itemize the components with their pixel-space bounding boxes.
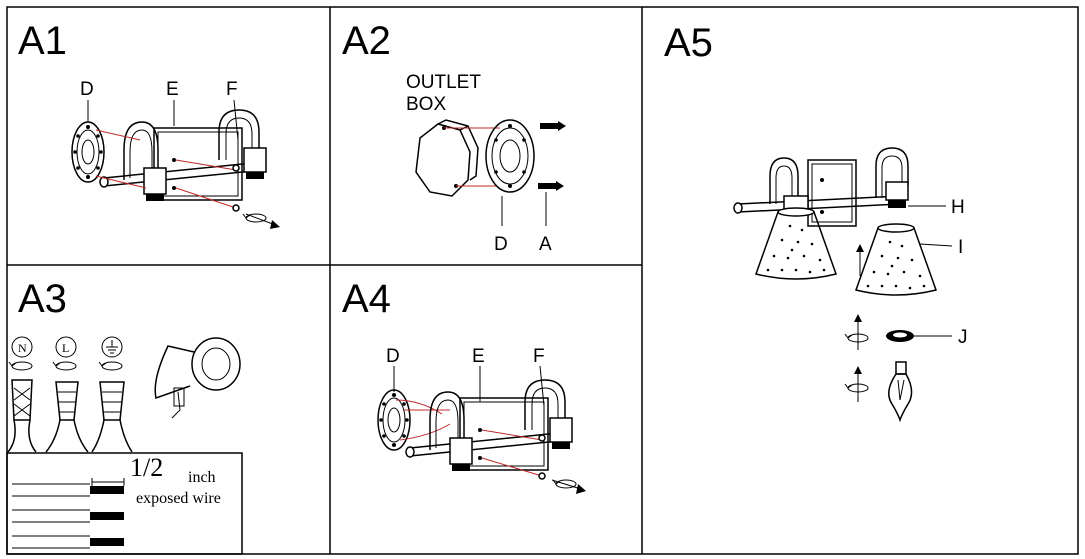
- guide-lines: [95, 129, 237, 209]
- panel-a2-title: A2: [342, 19, 391, 63]
- outlet-box-label-line2: BOX: [406, 94, 446, 115]
- rotate-up-icon: [844, 314, 869, 350]
- outlet-box-icon: [415, 119, 479, 197]
- label-e: E: [472, 346, 485, 367]
- label-i: I: [958, 237, 963, 258]
- label-d: D: [80, 79, 94, 100]
- exposed-wire-caption: exposed wire: [136, 490, 221, 507]
- mounting-plate-icon: [485, 119, 535, 193]
- label-d: D: [386, 346, 400, 367]
- wire-strip-guide: 1/2 inch exposed wire: [6, 452, 243, 555]
- panel-a5: A5 H I: [664, 21, 968, 423]
- svg-text:L: L: [62, 341, 69, 355]
- panel-a3: A3 N L: [6, 277, 243, 555]
- svg-text:N: N: [18, 341, 27, 355]
- panel-a1-title: A1: [18, 19, 67, 63]
- wire-nut-icon: [45, 381, 89, 453]
- panel-a1: A1 D E F: [18, 19, 280, 229]
- label-f: F: [226, 79, 238, 100]
- strip-length-unit: inch: [188, 469, 216, 486]
- fixture-body-icon: [733, 147, 909, 227]
- label-a: A: [539, 234, 552, 255]
- electrical-tape-icon: [154, 337, 241, 419]
- label-e: E: [166, 79, 179, 100]
- live-symbol-icon: L: [55, 336, 77, 358]
- fixture-body-icon: [99, 109, 267, 202]
- panel-a4-title: A4: [342, 277, 391, 321]
- outlet-box-label-line1: OUTLET: [406, 72, 481, 93]
- label-j: J: [958, 327, 968, 348]
- panel-a5-title: A5: [664, 21, 713, 65]
- strip-length-fraction: 1/2: [130, 453, 163, 482]
- label-f: F: [533, 346, 545, 367]
- light-bulb-icon: [888, 361, 913, 423]
- ground-symbol-icon: [101, 336, 123, 358]
- panel-borders: [6, 6, 1079, 555]
- neutral-symbol-icon: N: [11, 336, 33, 358]
- label-d: D: [494, 234, 508, 255]
- screw-icon: [538, 121, 566, 191]
- wire-connector-icon: [7, 379, 37, 453]
- label-h: H: [951, 197, 965, 218]
- panel-a2: A2 OUTLET BOX D A: [342, 19, 566, 255]
- glass-shade-icon: [755, 207, 837, 280]
- rotate-up-icon: [844, 366, 869, 402]
- panel-a4: A4 D E F: [342, 277, 586, 494]
- shade-ring-icon: [886, 330, 914, 342]
- fixture-body-icon: [405, 379, 573, 472]
- wire-nut-icon: [91, 381, 133, 453]
- glass-shade-icon: [855, 223, 937, 296]
- mounting-plate-icon: [377, 389, 411, 451]
- rotate-screw-icon: [242, 213, 267, 223]
- panel-a3-title: A3: [18, 277, 67, 321]
